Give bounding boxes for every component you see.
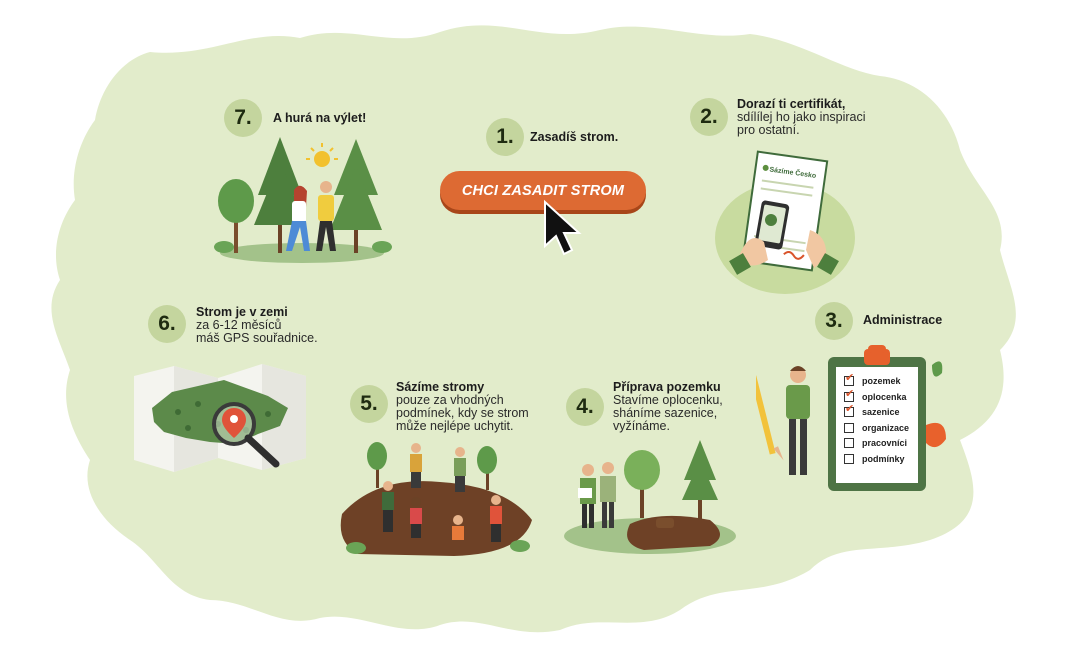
step-5-desc-line-1: pouze za vhodných xyxy=(396,393,504,407)
step-7-title: A hurá na výlet! xyxy=(273,111,367,125)
checklist-item-label: sazenice xyxy=(862,407,900,417)
checklist-item-label: oplocenka xyxy=(862,391,907,402)
step-4-title: Příprava pozemku xyxy=(613,380,721,394)
step-6-desc-line-2: máš GPS souřadnice. xyxy=(196,331,318,345)
step-6-title: Strom je v zemi xyxy=(196,305,288,319)
checklist-item: ✔ sazenice xyxy=(844,402,900,419)
step-5-illustration-planting xyxy=(340,442,532,556)
sun-icon xyxy=(314,151,330,167)
checklist-item: pracovníci xyxy=(844,436,907,450)
step-2-desc-line-1: sdílílej ho jako inspiraci xyxy=(737,110,866,124)
step-5-title: Sázíme stromy xyxy=(396,380,485,394)
step-6-number: 6. xyxy=(148,305,186,343)
cursor-icon xyxy=(544,199,582,256)
step-5-desc-line-2: podmínek, kdy se strom xyxy=(396,406,529,420)
checklist: ✔ pozemek ✔ oplocenka ✔ sazenice organizace pra… xyxy=(844,371,924,474)
step-6-illustration-map xyxy=(134,364,306,472)
step-3-number: 3. xyxy=(815,302,853,340)
step-2-desc-line-2: pro ostatní. xyxy=(737,123,800,137)
step-2-title: Dorazí ti certifikát, xyxy=(737,97,846,111)
checklist-item-label: pozemek xyxy=(862,376,901,386)
step-4-desc-line-3: vyžínáme. xyxy=(613,419,670,433)
checkbox-icon xyxy=(844,453,854,464)
checklist-item: ✔ pozemek xyxy=(844,371,901,388)
checked-box-icon: ✔ xyxy=(844,402,855,417)
step-2-illustration-certificate: Sázíme Česko xyxy=(715,150,855,294)
step-7-number: 7. xyxy=(224,99,262,137)
step-5-desc-line-3: může nejlépe uchytit. xyxy=(396,419,514,433)
checkbox-icon xyxy=(844,422,854,433)
checklist-item: organizace xyxy=(844,421,909,435)
step-4-illustration-field xyxy=(564,440,736,554)
step-4-number: 4. xyxy=(566,388,604,426)
checked-box-icon: ✔ xyxy=(844,371,855,386)
step-5-number: 5. xyxy=(350,385,388,423)
step-1-title: Zasadíš strom. xyxy=(530,130,619,144)
step-4-desc-line-2: sháníme sazenice, xyxy=(613,406,718,420)
plant-tree-button[interactable]: CHCI ZASADIT STROM xyxy=(440,171,646,210)
step-7-illustration-hiking xyxy=(214,137,392,263)
step-1-number: 1. xyxy=(486,118,524,156)
checked-box-icon: ✔ xyxy=(844,386,855,402)
checklist-item-label: podmínky xyxy=(862,453,905,464)
step-4-desc-line-1: Stavíme oplocenku, xyxy=(613,393,723,407)
checklist-item: podmínky xyxy=(844,452,905,466)
checklist-item-label: pracovníci xyxy=(862,438,908,448)
checkbox-icon xyxy=(844,438,854,448)
step-2-number: 2. xyxy=(690,98,728,136)
leaf-icon xyxy=(762,164,769,171)
checklist-item: ✔ oplocenka xyxy=(844,386,907,404)
step-6-desc-line-1: za 6-12 měsíců xyxy=(196,318,282,332)
step-3-title: Administrace xyxy=(863,313,943,327)
checklist-item-label: organizace xyxy=(862,422,910,433)
